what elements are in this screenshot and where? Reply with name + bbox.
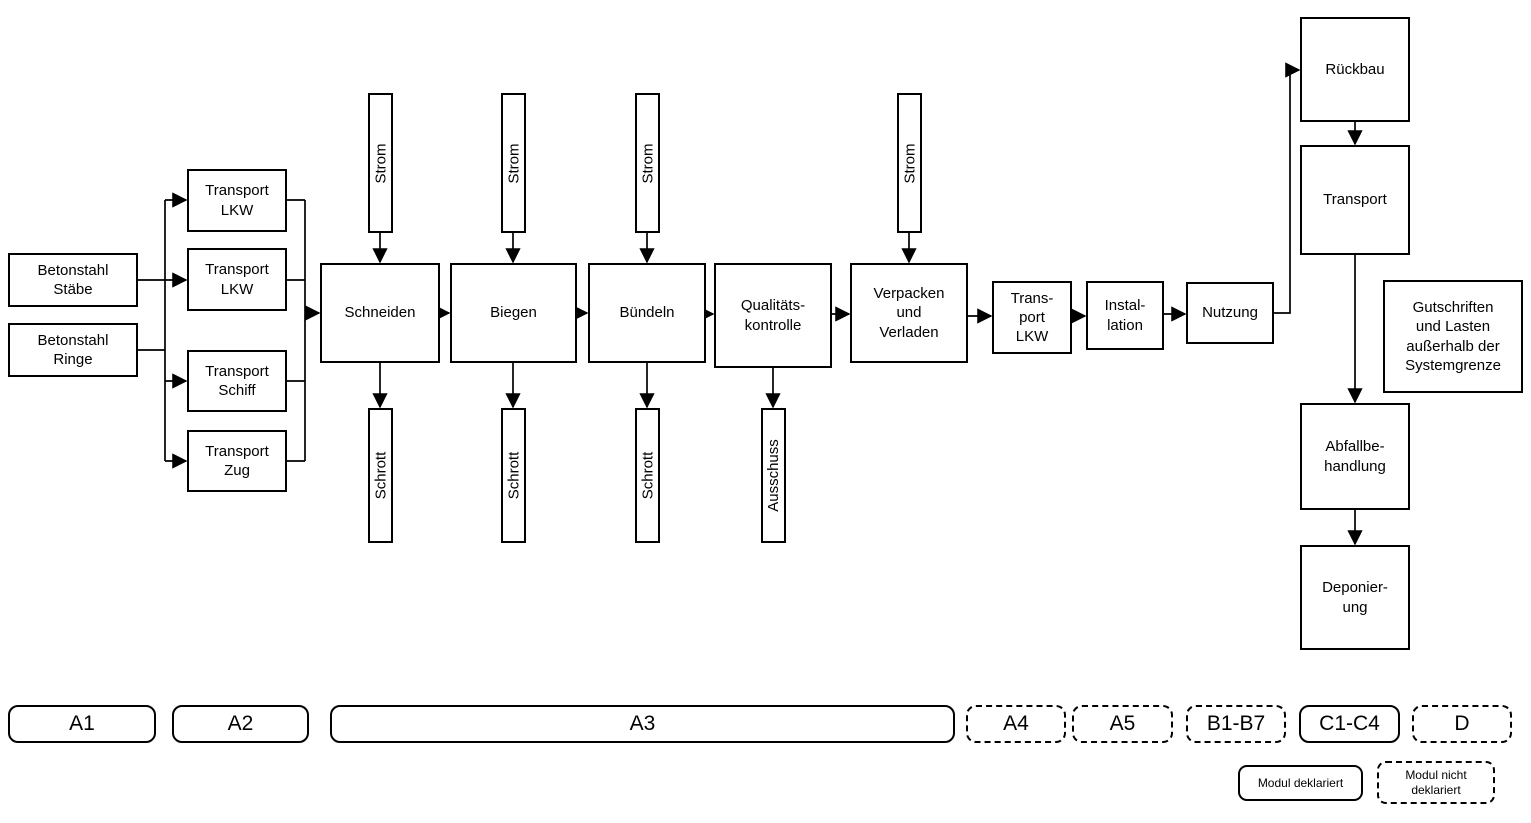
process-qualitaetskontrolle: Qualitäts- kontrolle <box>714 263 832 368</box>
schrott-label: Schrott <box>505 451 522 500</box>
module-a5: A5 <box>1072 705 1173 743</box>
process-schneiden: Schneiden <box>320 263 440 363</box>
transport-schiff: Transport Schiff <box>187 350 287 412</box>
strom-label: Strom <box>639 142 657 184</box>
input-betonstahl-ringe: Betonstahl Ringe <box>8 323 138 377</box>
legend-modul-nicht-deklariert: Modul nicht deklariert <box>1377 761 1495 804</box>
flow-ausschuss: Ausschuss <box>761 408 786 543</box>
flow-schrott-biegen: Schrott <box>501 408 526 543</box>
ausschuss-label: Ausschuss <box>765 439 783 512</box>
flow-strom-schneiden: Strom <box>368 93 393 233</box>
flow-schrott-schneiden: Schrott <box>368 408 393 543</box>
transport-zug: Transport Zug <box>187 430 287 492</box>
process-verpacken-verladen: Verpacken und Verladen <box>850 263 968 363</box>
input-betonstahl-staebe: Betonstahl Stäbe <box>8 253 138 307</box>
process-deponierung: Deponier- ung <box>1300 545 1410 650</box>
flow-schrott-buendeln: Schrott <box>635 408 660 543</box>
transport-lkw-2: Transport LKW <box>187 248 287 311</box>
strom-label: Strom <box>901 142 919 184</box>
strom-label: Strom <box>505 142 523 184</box>
transport-lkw-a4: Trans- port LKW <box>992 281 1072 354</box>
transport-lkw-1: Transport LKW <box>187 169 287 232</box>
process-biegen: Biegen <box>450 263 577 363</box>
module-d: D <box>1412 705 1512 743</box>
flow-strom-biegen: Strom <box>501 93 526 233</box>
process-buendeln: Bündeln <box>588 263 706 363</box>
module-b1-b7: B1-B7 <box>1186 705 1286 743</box>
process-installation: Instal- lation <box>1086 281 1164 350</box>
schrott-label: Schrott <box>639 451 656 500</box>
module-a1: A1 <box>8 705 156 743</box>
module-a4: A4 <box>966 705 1066 743</box>
legend-modul-deklariert: Modul deklariert <box>1238 765 1363 801</box>
transport-end-of-life: Transport <box>1300 145 1410 255</box>
process-rueckbau: Rückbau <box>1300 17 1410 122</box>
process-abfallbehandlung: Abfallbe- handlung <box>1300 403 1410 510</box>
flow-strom-buendeln: Strom <box>635 93 660 233</box>
module-a2: A2 <box>172 705 309 743</box>
strom-label: Strom <box>372 142 390 184</box>
process-nutzung: Nutzung <box>1186 282 1274 344</box>
flow-strom-verpacken: Strom <box>897 93 922 233</box>
schrott-label: Schrott <box>372 451 389 500</box>
module-c1-c4: C1-C4 <box>1299 705 1400 743</box>
gutschriften-lasten-box: Gutschriften und Lasten außerhalb der Sy… <box>1383 280 1523 393</box>
module-a3: A3 <box>330 705 955 743</box>
